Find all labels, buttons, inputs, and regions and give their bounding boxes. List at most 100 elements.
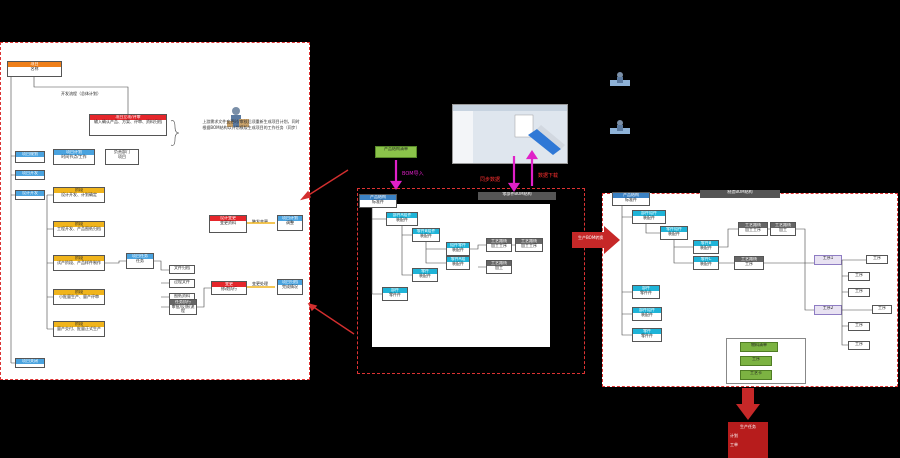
mid-node-2[interactable]: 零件B组件 装配件 [412, 228, 440, 242]
right-purple-2[interactable]: 工序2 [814, 305, 842, 315]
mid-node-3[interactable]: 组件零件 装配件 [446, 242, 470, 256]
stage-2-body: 工程开发、产品图纸归档 [57, 225, 101, 231]
note-text: 上游需求文件变更时/审核后须重新生成项目计划，同时根据BOM结构以计划模版生成项… [202, 119, 300, 130]
right-small-1[interactable]: 工序 [866, 255, 888, 264]
mid-node-3-body: 装配件 [452, 246, 464, 252]
mid-node-3-head: 组件零件 [447, 243, 469, 248]
right-gray-2-head: 工艺路线 [771, 223, 795, 228]
flow-label: 开发流程（总体计划） [61, 91, 101, 96]
design-change-box[interactable]: 设计变更 变更资料 [209, 215, 247, 233]
right-node-7[interactable]: 零件 零件件 [632, 328, 662, 342]
red-review-box[interactable]: 项目立项/评审 输入确认产品、方案、评审、资料归档 [89, 114, 167, 136]
left-connectors [10, 77, 275, 364]
small-box-1-text: 文件归档 [174, 265, 190, 270]
stage-box-1[interactable]: 阶段 设计开发、计划确定 [53, 187, 105, 203]
legend-item-2[interactable]: 工序 [740, 356, 772, 366]
mid-gray-3[interactable]: 工艺路线 加工 [486, 260, 512, 274]
mid-gray-2[interactable]: 工艺路线 加工工序 [515, 238, 543, 252]
close-box[interactable]: 项目关闭 [15, 358, 45, 368]
stage-box-4[interactable]: 阶段 小批量生产、量产评审 [53, 289, 105, 305]
plan-detail-body: 时间节点/工作 [61, 153, 87, 159]
project-archive-box[interactable]: 项目归档 完成情况 [277, 279, 303, 295]
cad-window-icon [453, 105, 567, 163]
stage-4-body: 小批量生产、量产评审 [59, 293, 99, 299]
mid-gray-2-head: 工艺路线 [516, 239, 542, 244]
right-node-2-body: 装配件 [668, 230, 680, 236]
right-purple-2-text: 工序2 [822, 305, 834, 310]
plan-side-box[interactable]: 负责部门 项目 [105, 149, 139, 165]
right-small-5[interactable]: 工序 [848, 322, 870, 331]
right-gray-1[interactable]: 工艺路线 加工工序 [738, 222, 768, 236]
mid-node-4-body: 装配件 [452, 260, 464, 266]
right-node-5[interactable]: 部件 零件件 [632, 285, 660, 299]
red-change-body: 修改执行 [221, 285, 237, 291]
right-title-text: 制造BOM结构 [727, 190, 753, 194]
mid-node-5[interactable]: 零件 装配件 [412, 268, 438, 282]
mid-node-2-head: 零件B组件 [413, 229, 439, 234]
red-change-head: 变更 [212, 282, 246, 287]
right-purple-1[interactable]: 工序1 [814, 255, 842, 265]
mid-gray-1[interactable]: 工艺路线 加工工序 [486, 238, 512, 252]
plan-detail-box[interactable]: 项目计划 时间节点/工作 [53, 149, 95, 165]
right-small-3[interactable]: 工序 [848, 288, 870, 297]
plan-row-box[interactable]: 项目规划 [15, 151, 45, 163]
right-small-2-text: 工序 [855, 272, 863, 277]
small-box-2[interactable]: 过程文件 [169, 279, 195, 288]
design-row-box[interactable]: 设计开发 [15, 190, 45, 200]
gray-exec-body: 审批/反馈/流程 [171, 303, 195, 314]
mid-root-box[interactable]: 产品结构 标准件 [359, 194, 397, 208]
task-box[interactable]: 项目任务 任务 [126, 253, 154, 269]
legend-item-3[interactable]: 工艺卡 [740, 370, 772, 380]
right-node-2-head: 零件组件 [661, 227, 687, 232]
legend-item-2-text: 工序 [752, 356, 760, 361]
mid-node-5-body: 装配件 [419, 272, 431, 278]
mid-gray-1-head: 工艺路线 [487, 239, 511, 244]
right-gray-2[interactable]: 工艺路线 加工 [770, 222, 796, 236]
plan-adjust-box[interactable]: 项目计划 调整 [277, 215, 303, 231]
stage-box-2[interactable]: 阶段 工程开发、产品图纸归档 [53, 221, 105, 237]
right-small-6-text: 工序 [855, 341, 863, 346]
right-small-4[interactable]: 工序 [872, 305, 892, 314]
stage-3-body: 试产阶段、产品样件制作 [57, 259, 101, 265]
right-node-4[interactable]: 零件C 装配件 [693, 256, 719, 270]
dev-row-box[interactable]: 项目开发 [15, 170, 45, 180]
small-box-1[interactable]: 文件归档 [169, 265, 195, 274]
stage-box-5[interactable]: 阶段 量产交付、批量正式生产 [53, 321, 105, 337]
user-monitor-icon-1 [608, 70, 632, 88]
mid-root-body: 标准件 [372, 198, 384, 204]
right-node-6[interactable]: 部件组件 装配件 [632, 307, 662, 321]
mid-node-4[interactable]: 零件A组 装配件 [446, 256, 470, 270]
product-structure-label[interactable]: 产品结构清单 [375, 146, 417, 158]
production-task-item-1: 计划 [730, 433, 738, 438]
red-change-box[interactable]: 变更 修改执行 [211, 281, 247, 295]
dev-row-head: 项目开发 [16, 171, 44, 176]
middle-panel [372, 204, 550, 347]
mid-node-1[interactable]: 部件A组件 装配件 [386, 212, 418, 226]
gray-exec-box[interactable]: 任务执行 审批/反馈/流程 [169, 299, 197, 315]
right-small-2[interactable]: 工序 [848, 272, 870, 281]
production-task-box[interactable]: 生产任务 计划 工单 [728, 422, 768, 458]
right-small-6[interactable]: 工序 [848, 341, 870, 350]
stage-box-3[interactable]: 阶段 试产阶段、产品样件制作 [53, 255, 105, 271]
root-box[interactable]: 项目 名称 [7, 61, 62, 77]
right-gray-3[interactable]: 工艺路线 工序 [734, 256, 764, 270]
right-root-box[interactable]: 产品结构 标准件 [612, 192, 650, 206]
right-node-2[interactable]: 零件组件 装配件 [660, 226, 688, 240]
right-node-1[interactable]: 部件组件 装配件 [632, 210, 666, 224]
right-node-3[interactable]: 零件B 装配件 [693, 240, 719, 254]
right-node-3-head: 零件B [694, 241, 718, 246]
legend-item-1[interactable]: 物料清单 [740, 342, 778, 352]
mid-node-1-head: 部件A组件 [387, 213, 417, 218]
stage-1-body: 设计开发、计划确定 [61, 191, 97, 197]
cad-screenshot[interactable] [452, 104, 568, 164]
project-archive-head: 项目归档 [278, 280, 302, 285]
mid-node-6-head: 部件 [383, 288, 407, 293]
right-node-4-body: 装配件 [700, 260, 712, 266]
right-node-7-body: 零件件 [641, 332, 653, 338]
transfer-arrow-label: 生产BOM转换 [578, 235, 604, 240]
red-review-body: 输入确认产品、方案、评审、资料归档 [94, 118, 162, 124]
mid-node-6[interactable]: 部件 零件件 [382, 287, 408, 301]
design-change-head: 设计变更 [210, 216, 246, 221]
transfer-arrow[interactable]: 生产BOM转换 [572, 226, 620, 254]
